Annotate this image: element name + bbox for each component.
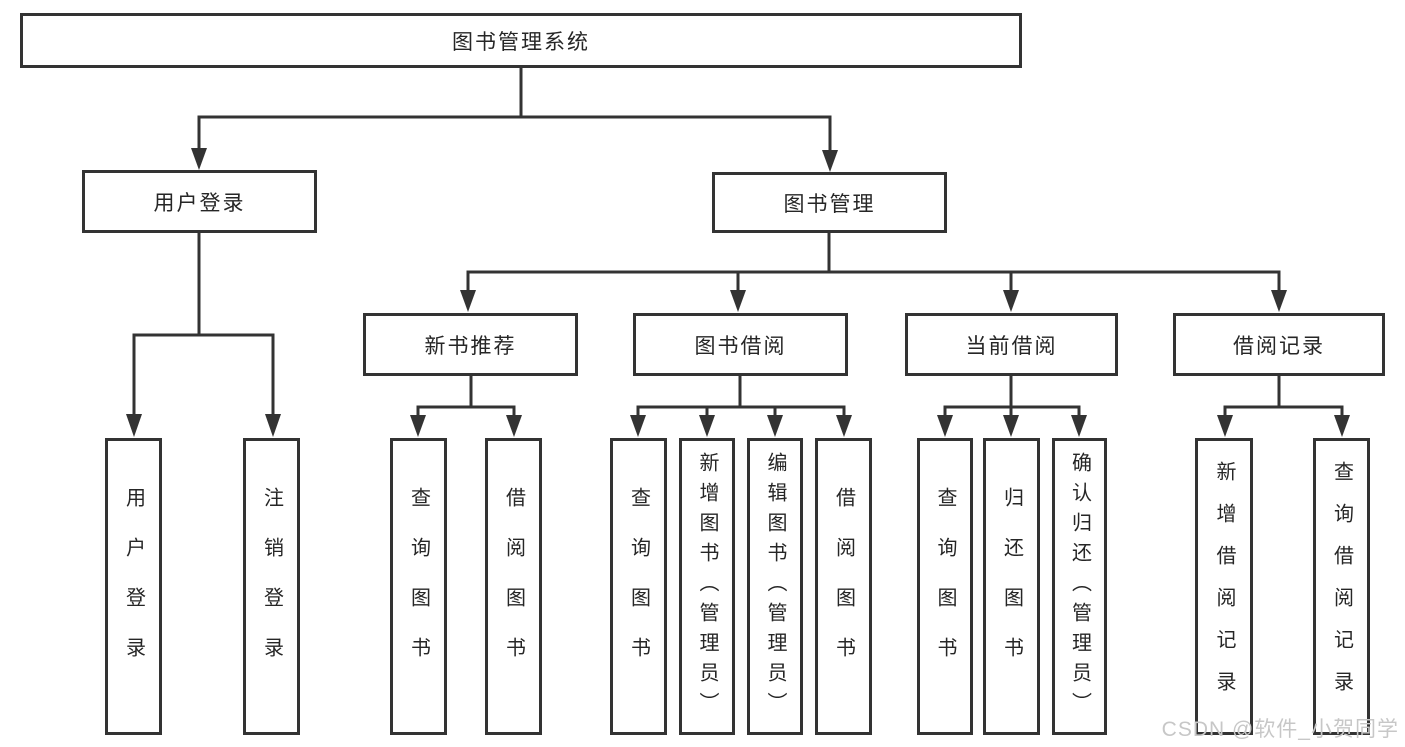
- node-current-borrow-label: 当前借阅: [965, 334, 1058, 358]
- leaf-confirm-return-admin: 确认归还（管理员）: [1052, 438, 1107, 735]
- node-book-borrow-label: 图书借阅: [694, 334, 787, 358]
- node-root: 图书管理系统: [20, 13, 1022, 68]
- leaf-add-books-admin: 新增图书（管理员）: [679, 438, 735, 735]
- leaf-logout-login: 注销登录: [243, 438, 300, 735]
- leaf-query-borrow-record-label: 查询借阅记录: [1330, 460, 1353, 713]
- node-new-book-recommend: 新书推荐: [363, 313, 578, 376]
- leaf-edit-books-admin-label: 编辑图书（管理员）: [764, 451, 786, 722]
- leaf-user-login-label: 用户登录: [122, 486, 145, 687]
- leaf-query-books-recommend: 查询图书: [390, 438, 447, 735]
- node-book-management: 图书管理: [712, 172, 947, 233]
- node-root-label: 图书管理系统: [452, 30, 590, 54]
- node-new-book-recommend-label: 新书推荐: [424, 334, 517, 358]
- leaf-query-books-borrow-label: 查询图书: [627, 486, 650, 687]
- leaf-query-books-current: 查询图书: [917, 438, 973, 735]
- leaf-add-books-admin-label: 新增图书（管理员）: [696, 451, 718, 722]
- csdn-watermark: CSDN @软件_小贺同学: [1161, 718, 1399, 741]
- leaf-borrow-books-recommend-label: 借阅图书: [502, 486, 525, 687]
- leaf-logout-login-label: 注销登录: [260, 486, 283, 687]
- leaf-return-books-label: 归还图书: [1000, 486, 1023, 687]
- node-borrow-records-label: 借阅记录: [1233, 334, 1325, 358]
- leaf-borrow-books-recommend: 借阅图书: [485, 438, 542, 735]
- leaf-query-books-recommend-label: 查询图书: [407, 486, 430, 687]
- leaf-edit-books-admin: 编辑图书（管理员）: [747, 438, 803, 735]
- leaf-borrow-books-label: 借阅图书: [832, 486, 855, 687]
- leaf-user-login: 用户登录: [105, 438, 162, 735]
- leaf-add-borrow-record: 新增借阅记录: [1195, 438, 1253, 735]
- node-book-borrow: 图书借阅: [633, 313, 848, 376]
- leaf-query-books-borrow: 查询图书: [610, 438, 667, 735]
- leaf-add-borrow-record-label: 新增借阅记录: [1213, 460, 1235, 713]
- leaf-query-books-current-label: 查询图书: [934, 486, 956, 687]
- node-current-borrow: 当前借阅: [905, 313, 1118, 376]
- node-borrow-records: 借阅记录: [1173, 313, 1385, 376]
- node-user-login-label: 用户登录: [153, 191, 246, 215]
- leaf-query-borrow-record: 查询借阅记录: [1313, 438, 1370, 735]
- leaf-return-books: 归还图书: [983, 438, 1040, 735]
- node-user-login: 用户登录: [82, 170, 317, 233]
- leaf-confirm-return-admin-label: 确认归还（管理员）: [1068, 451, 1091, 722]
- leaf-borrow-books: 借阅图书: [815, 438, 872, 735]
- node-book-management-label: 图书管理: [783, 192, 876, 216]
